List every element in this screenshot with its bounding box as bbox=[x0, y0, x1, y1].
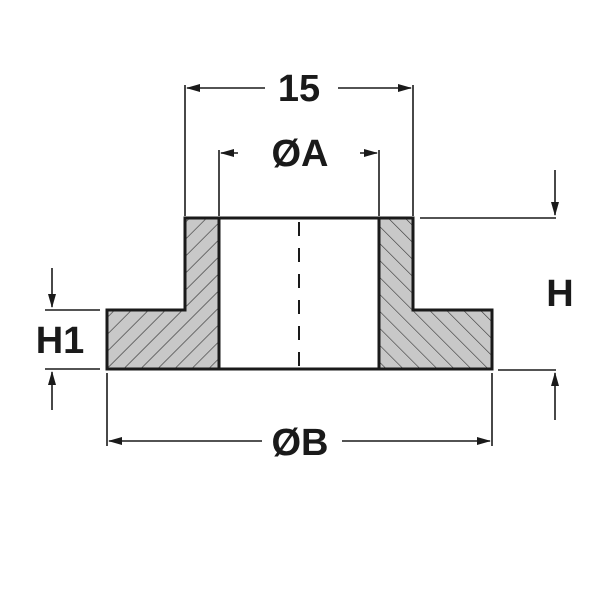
dimension-a-label: ØA bbox=[272, 133, 329, 175]
bore-outline bbox=[217, 216, 381, 371]
dimension-b-label: ØB bbox=[272, 422, 329, 464]
dimension-h: H bbox=[420, 170, 574, 420]
dimension-15-label: 15 bbox=[278, 68, 320, 110]
dimension-a: ØA bbox=[218, 133, 380, 216]
left-section-hatch bbox=[105, 216, 221, 371]
dimension-15: 15 bbox=[184, 68, 414, 216]
dimension-b: ØB bbox=[106, 373, 493, 464]
dimension-h-label: H bbox=[546, 273, 573, 315]
dimension-h1: H1 bbox=[36, 268, 100, 410]
dimension-h1-label: H1 bbox=[36, 320, 85, 362]
part-section bbox=[105, 216, 494, 371]
right-section-hatch bbox=[377, 216, 494, 371]
